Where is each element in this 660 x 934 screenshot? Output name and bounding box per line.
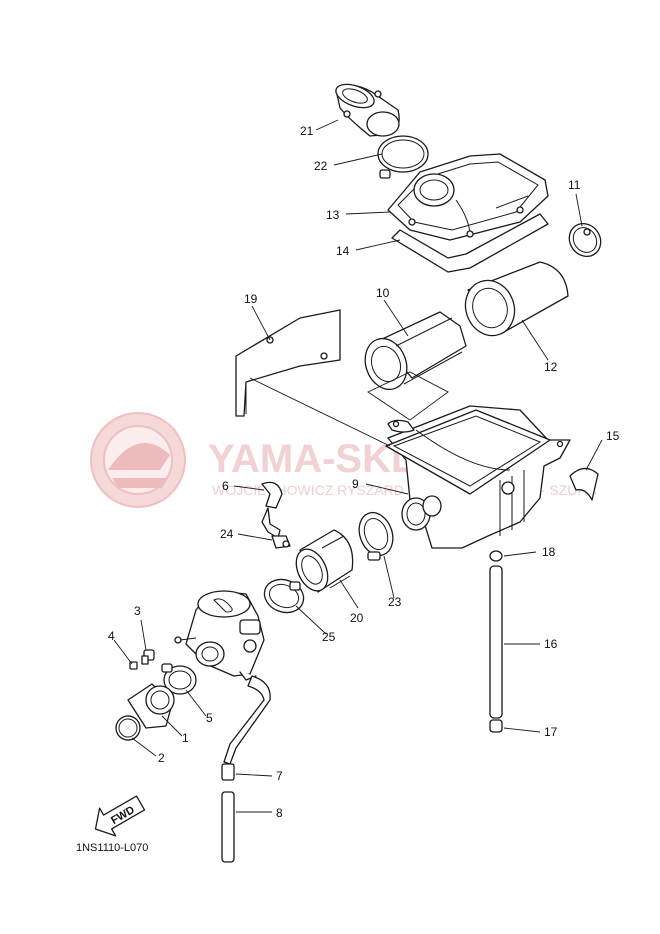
callout-15: 15 xyxy=(606,429,620,443)
callout-2: 2 xyxy=(158,751,165,765)
drain-tube-part-8 xyxy=(221,791,235,863)
carburetor-assembly xyxy=(174,590,265,681)
clamp-ring-part-23 xyxy=(358,511,394,561)
callout-24: 24 xyxy=(220,527,234,541)
callout-11: 11 xyxy=(568,178,581,192)
hose-clamp-part-5 xyxy=(161,663,197,695)
screw-part-3 xyxy=(141,649,155,665)
callout-10: 10 xyxy=(376,286,390,300)
check-hose-part-16 xyxy=(489,565,503,719)
callout-19: 19 xyxy=(244,292,258,306)
cap-part-11 xyxy=(568,222,602,258)
callout-21: 21 xyxy=(300,124,314,138)
callout-23: 23 xyxy=(388,595,402,609)
callout-1: 1 xyxy=(182,731,189,745)
intake-snorkel-part-21 xyxy=(335,83,400,137)
filter-sponge-part-12 xyxy=(464,261,569,337)
heat-shield-part-19 xyxy=(235,309,341,417)
callout-22: 22 xyxy=(314,159,328,173)
callout-25: 25 xyxy=(322,630,336,644)
o-ring-part-2 xyxy=(115,715,141,741)
elbow-joint-part-24 xyxy=(271,535,291,549)
callout-9: 9 xyxy=(352,477,359,491)
shield-reference-line xyxy=(249,377,391,447)
callout-4: 4 xyxy=(108,629,115,643)
air-filter-element-part-10 xyxy=(364,311,467,391)
callout-5: 5 xyxy=(206,711,213,725)
callout-3: 3 xyxy=(134,604,141,618)
fwd-arrow-icon: FWD xyxy=(94,795,146,837)
clip-part-15 xyxy=(569,467,599,501)
leader-lines xyxy=(113,119,603,813)
hose-clamp-part-25 xyxy=(263,578,305,614)
fwd-label: FWD xyxy=(109,804,137,827)
callout-6: 6 xyxy=(222,479,229,493)
airbox-cover-part-13 xyxy=(387,153,549,241)
callout-7: 7 xyxy=(276,769,283,783)
hose-clamp-part-22 xyxy=(377,135,429,179)
watermark-logo xyxy=(90,412,186,508)
drain-hose-part-7 xyxy=(221,675,271,781)
clip-part-18 xyxy=(489,550,503,562)
callout-13: 13 xyxy=(326,208,340,222)
callout-8: 8 xyxy=(276,806,283,820)
airbox-case-part-9 xyxy=(385,405,571,549)
intake-joint-part-20 xyxy=(295,529,354,593)
callout-18: 18 xyxy=(542,545,556,559)
intake-manifold-part-1 xyxy=(127,683,175,729)
filter-fit-frame xyxy=(367,371,449,421)
callout-14: 14 xyxy=(336,244,350,258)
callout-20: 20 xyxy=(350,611,364,625)
diagram-code: 1NS1110-L070 xyxy=(76,842,148,854)
callout-numbers: 21 22 13 14 11 19 10 12 15 6 9 24 18 23 … xyxy=(108,124,620,820)
callout-12: 12 xyxy=(544,360,558,374)
callout-16: 16 xyxy=(544,637,558,651)
plug-part-17 xyxy=(489,719,503,733)
airbox-gasket-part-14 xyxy=(391,213,549,273)
callout-17: 17 xyxy=(544,725,558,739)
